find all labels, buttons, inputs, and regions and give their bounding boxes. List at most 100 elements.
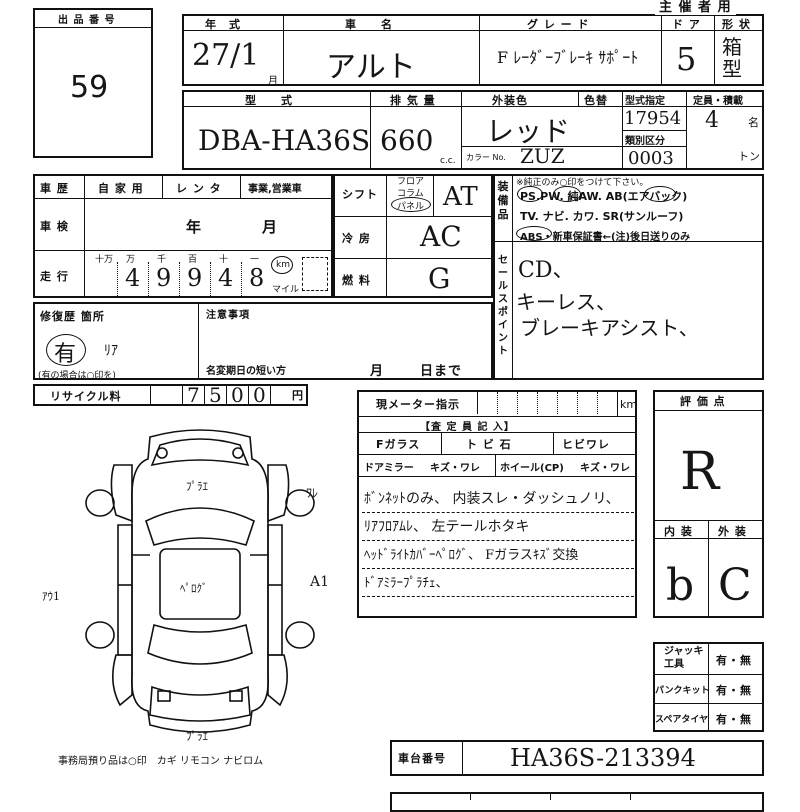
mileage-digit-5: 8 (249, 264, 265, 292)
grade-value: F ﾚｰﾀﾞｰﾌﾞﾚｰｷ ｻﾎﾟｰﾄ (497, 48, 639, 67)
jack-label: ジャッキ 工具 (664, 646, 704, 670)
km-circle (271, 256, 293, 274)
door-mirror-opts[interactable]: キズ・ワレ (430, 463, 480, 474)
year-value: 27/1 (192, 38, 260, 73)
mileage-label: 走 行 (40, 270, 69, 283)
capacity-header: 定員・積載 (693, 96, 743, 107)
door-value: 5 (676, 40, 697, 78)
jack-yes-no[interactable]: 有・無 (716, 654, 752, 667)
sales-point-label: セールスポイント (498, 255, 508, 357)
wheel-opts[interactable]: キズ・ワレ (580, 463, 630, 474)
sales-line3: ブレーキアシスト、 (520, 316, 699, 340)
equipment-line3[interactable]: ABS・新車保証書←(注)後日送りのみ (520, 232, 691, 243)
grade-header: グ レ ー ド (527, 18, 590, 31)
left-side (117, 524, 133, 656)
spare-label: スペアタイヤ (655, 715, 709, 725)
history-private[interactable]: 自 家 用 (98, 182, 144, 195)
capacity-value: 4 (705, 108, 719, 133)
shift-floor[interactable]: フロア (397, 177, 425, 187)
rear-glass (147, 623, 253, 665)
recycle-unit: 円 (292, 389, 304, 402)
repair-table (33, 302, 493, 380)
history-label: 車 歴 (40, 182, 69, 195)
equipment-line2[interactable]: TV. ナビ. カワ. SR(サンルーフ) (520, 210, 684, 223)
lot-number: 59 (70, 70, 109, 105)
mileage-unit-5: 一 (250, 255, 260, 265)
mark-right-side: A1 (310, 574, 330, 590)
mileage-unit-4: 十 (219, 255, 229, 265)
car-damage-diagram (85, 429, 315, 733)
mark-front: ﾌﾟﾗｴ (186, 480, 208, 493)
recycle-digit-0: 7 (187, 383, 200, 407)
history-table (33, 174, 333, 298)
f-glass-label: Fガラス (376, 438, 421, 451)
shift-column[interactable]: コラム (397, 189, 424, 199)
inspection-year: 年 (186, 218, 203, 236)
chassis-table (390, 740, 764, 776)
inspection-label: 車 検 (40, 220, 69, 233)
recycle-label: リサイクル料 (50, 390, 122, 403)
cc-unit: c.c. (440, 156, 456, 166)
roof (159, 548, 241, 620)
inspector-label: 【査 定 員 記 入】 (420, 422, 515, 433)
history-rental[interactable]: レ ン タ (176, 182, 222, 195)
model-header: 型 式 (245, 94, 293, 107)
door-header: ド ア (672, 18, 701, 31)
ab-circle (644, 186, 676, 202)
f-glass-crack[interactable]: ヒビワレ (562, 438, 610, 451)
inspection-month: 月 (262, 218, 279, 236)
sales-line2: キーレス、 (516, 290, 616, 314)
notes-label: 注意事項 (206, 310, 250, 321)
repair-label: 修復歴 箇所 (40, 310, 105, 323)
comment-line3: ﾍｯﾄﾞﾗｲﾄｶﾊﾞｰﾍﾟﾛｸﾞ、 Fガラスｷｽﾞ交換 (364, 548, 579, 563)
wheel-label: ホイール(CP) (500, 463, 564, 474)
class-header: 類別区分 (625, 136, 665, 147)
sales-line1: CD、 (518, 258, 575, 283)
color-no-label: カラー No. (466, 153, 506, 162)
rear-bumper (149, 685, 251, 722)
recycle-digit-1: 5 (209, 383, 222, 407)
lot-box (33, 8, 153, 158)
chassis-label: 車台番号 (398, 752, 446, 765)
color-code-value: ZUZ (520, 144, 565, 168)
fuel-value: G (428, 262, 451, 295)
ac-label: 冷 房 (342, 232, 371, 245)
abs-circle (516, 226, 552, 241)
shift-panel-circle (391, 197, 431, 212)
interior-value: b (666, 560, 695, 611)
mark-roof: ﾍﾟﾛｸﾞ (180, 582, 208, 595)
meter-table (357, 390, 637, 618)
header-partial: 主 催 者 用 (655, 0, 736, 15)
recycle-table (33, 384, 308, 406)
wheel-rear-left (85, 621, 115, 649)
rating-label: 評 価 点 (680, 395, 726, 408)
shift-value: AT (443, 182, 478, 212)
exterior-value: C (718, 560, 752, 611)
shift-label: シフト (342, 188, 378, 201)
repair-circle (46, 334, 86, 366)
wheel-rear-right (285, 621, 315, 649)
shape-value: 箱型 (722, 35, 742, 81)
ps-circle (517, 186, 543, 202)
door-mirror-label: ドアミラー (364, 463, 414, 474)
spare-yes-no[interactable]: 有・無 (716, 713, 752, 726)
history-business[interactable]: 事業,営業車 (248, 184, 302, 195)
capacity-unit: 名 (748, 116, 759, 129)
type-cert-header: 型式指定 (625, 96, 665, 107)
mile-checkbox[interactable] (302, 257, 328, 291)
f-glass-chip[interactable]: ト ビ 石 (466, 438, 512, 451)
controls-table (333, 174, 493, 298)
exterior-color-header: 外装色 (492, 94, 528, 107)
pw-circle (553, 186, 581, 202)
mile-label: マイル (272, 285, 300, 295)
month-label: 月 (268, 76, 278, 87)
puncture-label: パンクキット (655, 686, 710, 696)
bottom-partial-table (390, 792, 764, 812)
office-items: 事務局預り品は○印 カギ リモコン ナビロム (58, 756, 264, 767)
recycle-digit-2: 0 (231, 383, 244, 407)
wheel-front-left (85, 489, 115, 517)
recycle-digit-3: 0 (253, 383, 266, 407)
mileage-digit-1: 4 (125, 264, 141, 292)
puncture-yes-no[interactable]: 有・無 (716, 684, 752, 697)
interior-label: 内 装 (664, 525, 693, 538)
